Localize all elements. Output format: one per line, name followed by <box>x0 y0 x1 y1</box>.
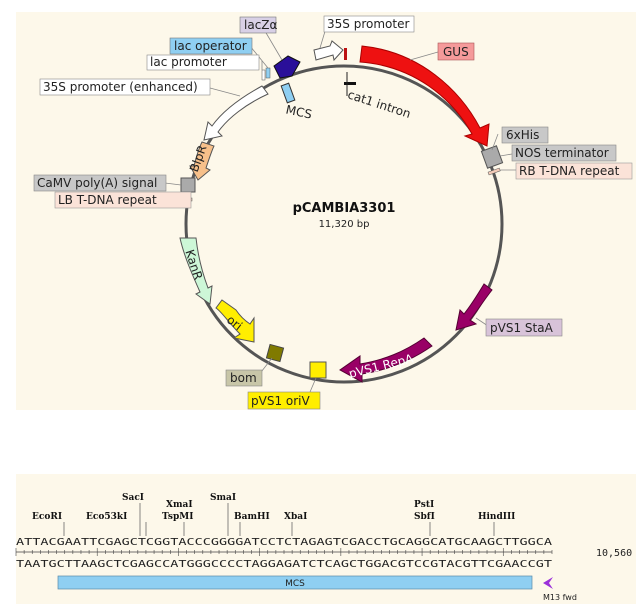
callout-nos-terminator[interactable]: NOS terminator <box>511 144 617 162</box>
p35s-top-feature[interactable] <box>313 40 344 62</box>
camv-polya-feature[interactable] <box>180 177 196 193</box>
svg-text:RB T-DNA repeat: RB T-DNA repeat <box>519 164 620 178</box>
pvs1-repa-feature[interactable] <box>339 337 433 383</box>
gus-feature[interactable] <box>359 45 490 147</box>
svg-text:lac operator: lac operator <box>174 39 247 53</box>
lacz-feature[interactable] <box>273 55 301 79</box>
m13-arrow-icon <box>543 577 553 589</box>
top-strand: ATTACGAATTCGAGCTCGGTACCCGGGGATCCTCTAGAGT… <box>16 537 552 548</box>
callout-rb-repeat[interactable]: RB T-DNA repeat <box>515 162 633 180</box>
bottom-strand: TAATGCTTAAGCTCGAGCCATGGGCCCCTAGGAGATCTCA… <box>16 559 552 570</box>
cat1-intron-mark <box>344 82 356 85</box>
svg-text:35S promoter: 35S promoter <box>327 17 409 31</box>
mcs-bar-label: MCS <box>285 579 305 589</box>
enzyme-psti: PstI <box>414 500 434 510</box>
callout-lb-repeat[interactable]: LB T-DNA repeat <box>54 191 192 209</box>
enzyme-saci: SacI <box>122 493 144 503</box>
svg-text:pVS1 StaA: pVS1 StaA <box>490 321 554 335</box>
callout-35s-top[interactable]: 35S promoter <box>323 15 415 33</box>
mcs-mark[interactable] <box>280 82 296 104</box>
plasmid-name: pCAMBIA3301 <box>293 201 396 216</box>
bom-feature[interactable] <box>265 343 285 363</box>
enzyme-hindiii: HindIII <box>478 512 515 522</box>
callout-6xhis[interactable]: 6xHis <box>501 126 549 144</box>
svg-text:35S promoter (enhanced): 35S promoter (enhanced) <box>43 80 198 94</box>
sequence-position: 10,560 <box>596 548 632 559</box>
lac-operator-mark <box>265 67 271 79</box>
mcs-label: MCS <box>284 103 313 122</box>
plasmid-backbone <box>184 64 504 384</box>
enzyme-xbai: XbaI <box>284 512 307 522</box>
enzyme-bamhi: BamHI <box>234 512 270 522</box>
enzyme-xmai: XmaI <box>166 500 193 510</box>
nos-terminator-feature[interactable] <box>480 145 504 169</box>
pvs1-staa-feature[interactable] <box>455 283 493 331</box>
svg-text:lacZα: lacZα <box>244 18 278 32</box>
pvs1-oriv-feature[interactable] <box>309 361 327 379</box>
callout-lac-operator[interactable]: lac operator <box>169 37 253 55</box>
svg-text:LB T-DNA repeat: LB T-DNA repeat <box>58 193 157 207</box>
svg-text:bom: bom <box>230 371 257 385</box>
svg-text:6xHis: 6xHis <box>506 128 539 142</box>
callout-lac-promoter[interactable]: lac promoter <box>146 54 260 71</box>
enzyme-labels: EcoRI SacI Eco53kI XmaI TspMI SmaI BamHI… <box>32 493 515 522</box>
rb-repeat-feature[interactable] <box>487 167 501 176</box>
ori-feature[interactable] <box>215 299 255 343</box>
intron-start-mark <box>344 48 347 60</box>
svg-text:pVS1 oriV: pVS1 oriV <box>251 394 311 408</box>
enzyme-eco53ki: Eco53kI <box>86 512 127 522</box>
mcs-bar[interactable] <box>57 575 533 590</box>
callout-pvs1-oriv[interactable]: pVS1 oriV <box>247 391 321 410</box>
enzyme-ecori: EcoRI <box>32 512 62 522</box>
kanr-feature[interactable] <box>179 237 213 305</box>
p35s-enhanced-feature[interactable] <box>203 85 269 141</box>
enzyme-smai: SmaI <box>210 493 236 503</box>
plasmid-size: 11,320 bp <box>319 219 370 230</box>
lac-promoter-mark <box>261 69 266 81</box>
callout-pvs1-staa[interactable]: pVS1 StaA <box>485 318 563 337</box>
map-panel <box>16 12 636 410</box>
enzyme-tspmi: TspMI <box>162 512 193 522</box>
svg-text:lac promoter: lac promoter <box>150 55 227 69</box>
enzyme-sbfi: SbfI <box>414 512 435 522</box>
svg-text:GUS: GUS <box>443 45 469 59</box>
callout-lacz[interactable]: lacZα <box>239 16 278 34</box>
m13-label: M13 fwd <box>543 593 577 602</box>
blpr-feature[interactable] <box>189 141 215 181</box>
callout-35s-enhanced[interactable]: 35S promoter (enhanced) <box>39 78 211 96</box>
callout-bom[interactable]: bom <box>225 369 263 387</box>
svg-text:CaMV poly(A) signal: CaMV poly(A) signal <box>37 176 157 190</box>
callout-camv-polya[interactable]: CaMV poly(A) signal <box>33 174 167 192</box>
svg-text:NOS terminator: NOS terminator <box>515 146 609 160</box>
ruler-ticks <box>15 548 553 556</box>
callout-gus[interactable]: GUS <box>437 42 475 61</box>
